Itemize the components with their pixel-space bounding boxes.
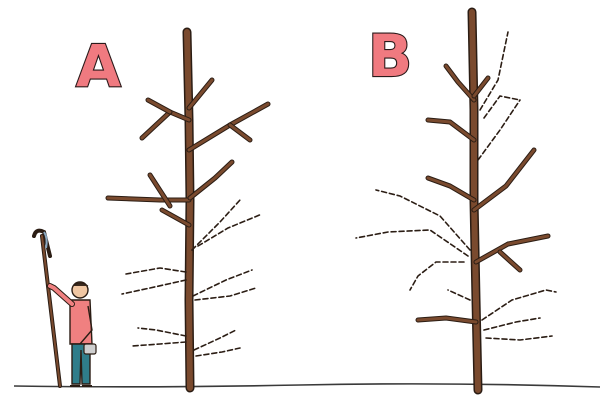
label-b: B <box>368 22 412 90</box>
label-a: A <box>76 32 121 100</box>
ground-line <box>14 384 600 387</box>
person-with-pole-pruner-icon <box>34 231 96 386</box>
tree-a <box>108 32 268 388</box>
